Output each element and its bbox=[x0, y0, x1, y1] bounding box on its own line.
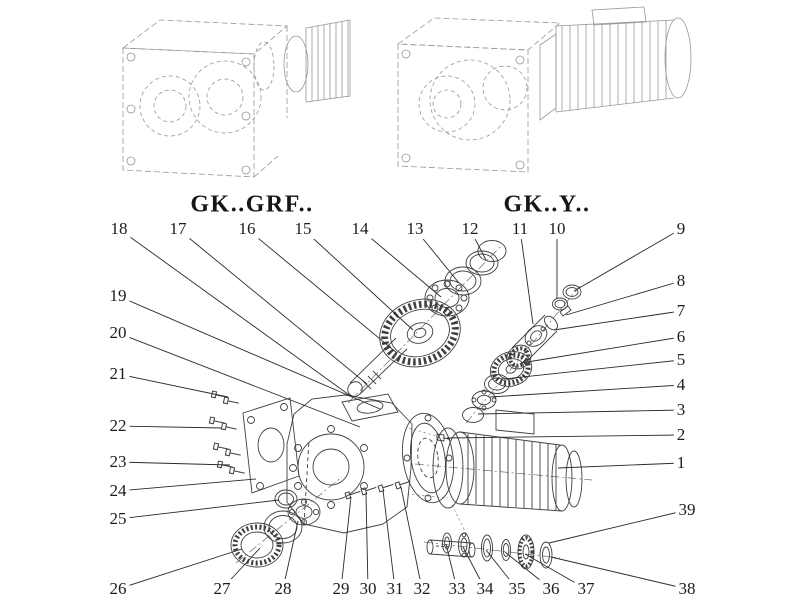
leader-line-8 bbox=[565, 280, 682, 316]
grf-input-cover bbox=[253, 19, 351, 103]
axis-lines bbox=[235, 244, 593, 564]
callout-2: 2 bbox=[673, 425, 689, 445]
y-motor bbox=[539, 6, 692, 121]
leader-line-30 bbox=[365, 492, 369, 590]
washer-5 bbox=[484, 374, 510, 394]
leader-line-16 bbox=[246, 228, 398, 354]
callout-22: 22 bbox=[106, 416, 130, 436]
callout-31: 31 bbox=[383, 579, 407, 599]
leader-line-21 bbox=[117, 373, 229, 398]
callout-3: 3 bbox=[673, 400, 689, 420]
input-bearing-11 bbox=[524, 325, 548, 347]
input-pinion-shaft bbox=[506, 305, 572, 370]
callout-34: 34 bbox=[473, 579, 497, 599]
leader-lines bbox=[117, 228, 688, 590]
callout-1: 1 bbox=[673, 453, 689, 473]
leader-line-9 bbox=[573, 228, 682, 292]
callout-28: 28 bbox=[271, 579, 295, 599]
callout-9: 9 bbox=[673, 219, 689, 239]
callout-18: 18 bbox=[107, 219, 131, 239]
leader-line-28 bbox=[282, 520, 299, 590]
callout-4: 4 bbox=[673, 375, 689, 395]
leader-line-31 bbox=[382, 489, 396, 590]
callout-19: 19 bbox=[106, 286, 130, 306]
callout-17: 17 bbox=[166, 219, 190, 239]
gearbox-y-drawing bbox=[396, 6, 692, 173]
variant-label-grf: GK..GRF.. bbox=[190, 191, 314, 218]
motor-shaft-kit bbox=[426, 532, 553, 570]
exploded-view bbox=[208, 240, 593, 570]
leader-line-39 bbox=[548, 509, 688, 544]
callout-32: 32 bbox=[410, 579, 434, 599]
callout-8: 8 bbox=[673, 271, 689, 291]
callout-27: 27 bbox=[210, 579, 234, 599]
callout-30: 30 bbox=[356, 579, 380, 599]
leader-line-29 bbox=[340, 496, 352, 590]
callout-24: 24 bbox=[106, 481, 130, 501]
leader-line-5 bbox=[503, 359, 682, 380]
callout-29: 29 bbox=[329, 579, 353, 599]
leader-line-38 bbox=[550, 556, 688, 590]
callout-25: 25 bbox=[106, 509, 130, 529]
callout-14: 14 bbox=[348, 219, 372, 239]
callout-6: 6 bbox=[673, 327, 689, 347]
leader-line-17 bbox=[177, 228, 368, 385]
callout-38: 38 bbox=[675, 579, 699, 599]
callout-21: 21 bbox=[106, 364, 130, 384]
gear-6 bbox=[489, 351, 533, 387]
callout-23: 23 bbox=[106, 452, 130, 472]
flange-plate bbox=[242, 397, 300, 494]
ring-3 bbox=[462, 407, 484, 423]
bearing-ring-13 bbox=[444, 266, 482, 296]
leader-line-26 bbox=[117, 548, 243, 590]
output-seal-rings bbox=[230, 489, 321, 568]
ring-9 bbox=[562, 284, 582, 300]
callout-15: 15 bbox=[291, 219, 315, 239]
rings-12 bbox=[465, 240, 507, 276]
callout-7: 7 bbox=[673, 301, 689, 321]
leader-line-11 bbox=[519, 228, 534, 325]
bearing-4 bbox=[471, 389, 497, 411]
callout-16: 16 bbox=[235, 219, 259, 239]
leader-line-32 bbox=[400, 486, 423, 590]
callout-26: 26 bbox=[106, 579, 130, 599]
leader-line-3 bbox=[477, 409, 682, 415]
callout-11: 11 bbox=[508, 219, 532, 239]
main-gear-shaft bbox=[347, 337, 408, 397]
leader-line-1 bbox=[557, 462, 682, 469]
plug-2 bbox=[436, 433, 451, 442]
callout-37: 37 bbox=[574, 579, 598, 599]
guide-lines bbox=[406, 427, 471, 542]
leader-line-19 bbox=[117, 295, 381, 410]
leader-line-18 bbox=[118, 228, 353, 398]
variant-label-y: GK..Y.. bbox=[503, 191, 591, 218]
leader-line-6 bbox=[520, 336, 682, 364]
gearbox-grf-drawing bbox=[121, 19, 351, 178]
callout-35: 35 bbox=[505, 579, 529, 599]
callout-36: 36 bbox=[539, 579, 563, 599]
leader-line-20 bbox=[117, 332, 361, 428]
callout-12: 12 bbox=[458, 219, 482, 239]
leader-line-4 bbox=[489, 384, 682, 398]
motor bbox=[432, 409, 583, 512]
leader-line-7 bbox=[553, 310, 682, 331]
leader-line-22 bbox=[117, 425, 223, 429]
leader-line-15 bbox=[302, 228, 414, 331]
bearing-14 bbox=[424, 279, 470, 317]
leader-line-24 bbox=[117, 478, 257, 492]
flange-bolts bbox=[208, 390, 246, 477]
callout-20: 20 bbox=[106, 323, 130, 343]
callout-5: 5 bbox=[673, 350, 689, 370]
callout-13: 13 bbox=[403, 219, 427, 239]
leader-line-2 bbox=[446, 434, 682, 439]
leader-line-14 bbox=[359, 228, 442, 298]
leader-line-25 bbox=[117, 499, 280, 520]
callout-33: 33 bbox=[445, 579, 469, 599]
main-gear bbox=[379, 298, 461, 368]
callout-10: 10 bbox=[545, 219, 569, 239]
callout-39: 39 bbox=[675, 500, 699, 520]
leader-line-23 bbox=[117, 461, 231, 466]
ring-10 bbox=[552, 297, 568, 311]
